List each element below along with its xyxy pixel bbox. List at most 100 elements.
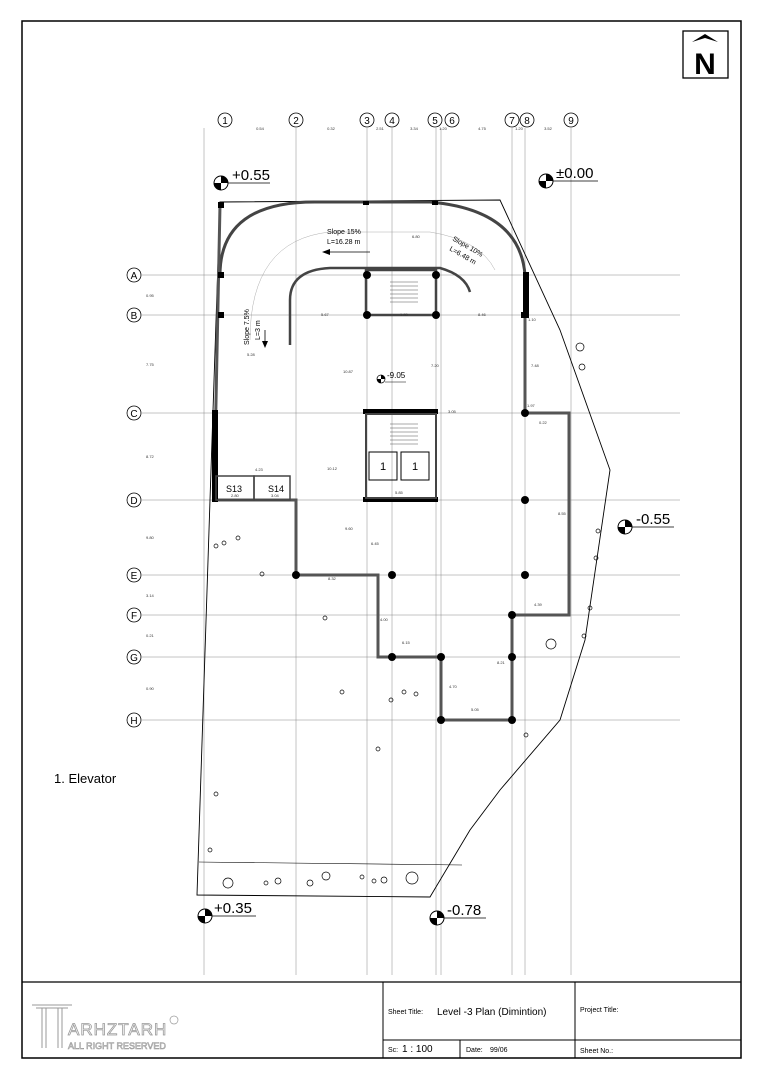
level-marker-bottom-left: +0.35 — [197, 900, 256, 924]
dim-21: 1.80 — [400, 312, 409, 317]
grid-columns — [203, 128, 572, 975]
dim-13: 6.15 — [402, 640, 411, 645]
top-dim-1: 0.54 — [256, 126, 265, 131]
room-s13: S13 — [226, 484, 242, 494]
elevator-cars: 1 1 — [368, 451, 430, 481]
grid-col-7: 7 — [509, 116, 515, 127]
grid-row-f: F — [131, 611, 137, 622]
structural-columns — [218, 201, 529, 724]
logo-text: ARHZTARH — [68, 1020, 167, 1039]
dim-5: 8.46 — [478, 312, 487, 317]
level-center: -9.05 — [387, 371, 406, 380]
dim-26: 1.10 — [528, 317, 537, 322]
grid-row-d: D — [130, 496, 137, 507]
level-marker-center: -9.05 — [376, 371, 406, 384]
site-boundary — [196, 199, 611, 898]
dim-19: 2.80 — [231, 493, 240, 498]
grid-col-5: 5 — [432, 116, 438, 127]
top-dim-3: 2.51 — [376, 126, 385, 131]
side-dim-7: 0.90 — [146, 686, 155, 691]
ramp-inner-curve — [288, 266, 472, 345]
dim-2: 5.67 — [321, 312, 330, 317]
interior-dimensions: 6.80 5.67 10.87 7.20 8.46 9.60 8.32 6.45… — [231, 234, 567, 712]
dim-4: 7.20 — [431, 363, 440, 368]
level-top-left: +0.55 — [232, 167, 270, 184]
grid-col-3: 3 — [364, 116, 370, 127]
dim-3: 10.87 — [343, 369, 354, 374]
side-dim-1: 0.95 — [146, 293, 155, 298]
top-dim-5: 1.20 — [439, 126, 448, 131]
dim-25: 3.05 — [448, 409, 457, 414]
grid-row-g: G — [130, 653, 138, 664]
room-s14: S14 — [268, 484, 284, 494]
dim-8: 6.45 — [371, 541, 380, 546]
level-bottom-center: -0.78 — [447, 902, 481, 919]
project-title-label: Project Title: — [580, 1007, 619, 1014]
scale-label: Sc: — [388, 1047, 398, 1054]
level-marker-top-right: ±0.00 — [538, 165, 598, 189]
dim-16: 8.21 — [497, 660, 506, 665]
ramp-length-left: L=3 m — [255, 320, 262, 340]
north-arrow-letter: N — [694, 48, 716, 81]
grid-col-4: 4 — [389, 116, 395, 127]
column-bubbles: 1 2 3 4 5 6 7 8 9 — [217, 112, 579, 128]
grid-row-a: A — [131, 271, 138, 282]
dim-12: 4.00 — [380, 617, 389, 622]
dim-27: 5.28 — [247, 352, 256, 357]
dim-20: 3.04 — [271, 493, 280, 498]
top-dim-2: 0.32 — [327, 126, 336, 131]
elevator-2-label: 1 — [412, 461, 418, 473]
side-dimensions: 0.95 7.75 8.72 9.80 3.14 0.21 0.90 — [146, 293, 155, 691]
stair-core-top — [364, 268, 438, 317]
level-bottom-left: +0.35 — [214, 900, 252, 917]
legend-elevator: 1. Elevator — [54, 771, 117, 786]
core-lower — [365, 413, 437, 499]
level-marker-top-left: +0.55 — [213, 167, 270, 191]
logo-subtext: ALL RIGHT RESERVED — [68, 1041, 166, 1051]
top-dim-7: 1.20 — [515, 126, 524, 131]
dim-22: 7.48 — [531, 363, 540, 368]
ramp-mid-curve — [249, 231, 496, 341]
side-dim-4: 9.80 — [146, 535, 155, 540]
sheet-no-label: Sheet No.: — [580, 1048, 613, 1055]
dim-23: 1.97 — [527, 403, 536, 408]
dim-15: 5.05 — [471, 707, 480, 712]
sheet-title-label: Sheet Title: — [388, 1009, 423, 1016]
top-dim-4: 3.34 — [410, 126, 419, 131]
dim-6: 9.60 — [345, 526, 354, 531]
date-label: Date: — [466, 1047, 483, 1054]
grid-row-h: H — [130, 716, 137, 727]
dim-10: 4.23 — [255, 467, 264, 472]
top-dim-8: 3.52 — [544, 126, 553, 131]
top-dimensions: 0.54 0.32 2.51 3.34 1.20 4.75 1.20 3.52 — [256, 126, 553, 131]
elevator-1-label: 1 — [380, 461, 386, 473]
level-marker-bottom-center: -0.78 — [429, 902, 486, 926]
company-logo: ARHZTARH ALL RIGHT RESERVED — [32, 1004, 179, 1051]
ramp-arrow-left-head — [262, 341, 268, 348]
dim-1: 6.80 — [412, 234, 421, 239]
site-boundary-inner — [198, 861, 463, 866]
title-block — [22, 981, 741, 1058]
row-bubbles: A B C D E F G H — [126, 267, 142, 728]
top-dim-6: 4.75 — [478, 126, 487, 131]
grid-col-9: 9 — [568, 116, 574, 127]
dim-7: 8.32 — [328, 576, 337, 581]
north-arrow: N — [682, 30, 729, 81]
sheet-border — [21, 20, 742, 1059]
scale-value: 1 : 100 — [402, 1044, 433, 1055]
level-marker-right: -0.55 — [617, 511, 674, 535]
dim-18: 10.12 — [327, 466, 338, 471]
ramp-outer-wall — [218, 200, 527, 276]
side-dim-5: 3.14 — [146, 593, 155, 598]
grid-row-c: C — [130, 409, 137, 420]
ramp-arrow-main-head — [322, 249, 330, 255]
dim-11: 8.55 — [558, 511, 567, 516]
ramp-length-main: L=16.28 m — [327, 239, 360, 246]
grid-row-b: B — [131, 311, 138, 322]
building-walls — [212, 204, 571, 722]
dim-24: 0.22 — [539, 420, 548, 425]
level-right: -0.55 — [636, 511, 670, 528]
dim-17: 4.39 — [534, 602, 543, 607]
stair-lines-top — [390, 281, 418, 303]
